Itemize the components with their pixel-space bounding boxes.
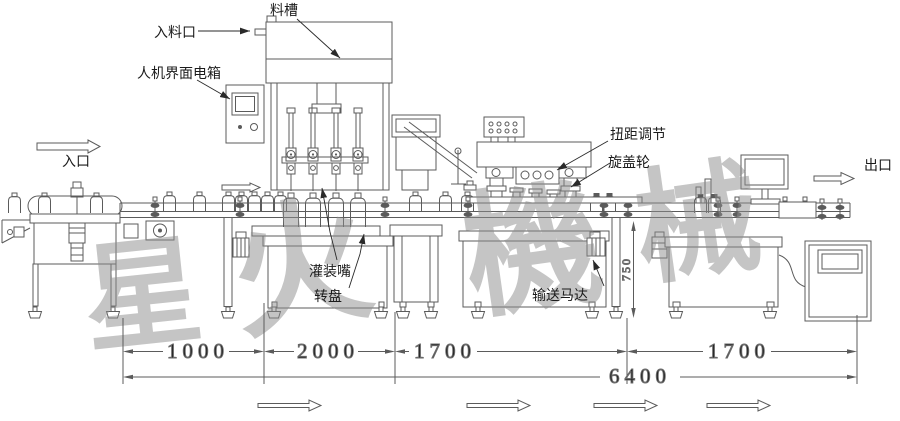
leader-lines — [197, 19, 610, 288]
drive-flange — [124, 224, 138, 238]
cap-chute — [404, 127, 472, 178]
label-outlet: 出口 — [864, 158, 892, 174]
label-inlet: 入口 — [62, 155, 90, 170]
dim-seg2: 2000 — [297, 339, 359, 363]
capper-base-plate — [470, 197, 642, 203]
label-hmi-box: 人机界面电箱 — [137, 66, 221, 82]
label-filling-nozzle: 灌装嘴 — [309, 264, 351, 280]
label-capping-wheel: 旋盖轮 — [608, 155, 650, 171]
flow-arrow — [222, 183, 260, 192]
conveyor-motor-unit — [587, 232, 605, 256]
monitor — [741, 155, 788, 189]
electrical-cabinet — [805, 241, 871, 321]
feed-inlet-stub — [255, 29, 266, 35]
watermark-char: 機 — [455, 169, 611, 336]
labeler-table — [669, 247, 778, 307]
flow-arrow — [707, 400, 770, 411]
watermark-char: 械 — [626, 148, 768, 301]
capper-table — [463, 241, 606, 307]
cap-elevator — [390, 115, 477, 319]
labeler-head-block — [779, 202, 816, 218]
capping-machine — [459, 117, 642, 319]
outlet-flow-arrow — [814, 173, 854, 185]
label-hopper: 料槽 — [270, 3, 298, 19]
hmi-button — [238, 125, 242, 129]
dim-seg4: 1700 — [708, 339, 770, 363]
filler-table — [268, 246, 387, 308]
flow-arrow — [467, 400, 530, 411]
capper-control-box — [484, 117, 524, 137]
hmi-screen — [232, 93, 258, 115]
watermark: 星 火 機 械 — [77, 148, 768, 368]
filler-frame — [271, 83, 389, 190]
text-labels: 入料口 料槽 人机界面电箱 入口 出口 扭距调节 旋盖轮 灌装嘴 转盘 输送马达 — [62, 3, 892, 305]
label-turntable: 转盘 — [314, 288, 342, 305]
turntable-motor — [71, 243, 83, 261]
dim-seg3: 1700 — [414, 339, 476, 363]
turntable-deck — [30, 214, 120, 223]
dimension-lines: 1000 2000 1700 1700 6400 750 — [123, 221, 857, 389]
watermark-char: 星 — [77, 225, 208, 368]
power-cable — [779, 255, 806, 287]
dim-height: 750 — [619, 257, 633, 281]
hmi-electrical-box — [226, 85, 264, 143]
flow-arrow — [594, 400, 657, 411]
watermark-char: 火 — [218, 181, 383, 358]
bottom-flow-arrows — [258, 400, 770, 411]
flow-arrow — [258, 400, 321, 411]
dim-seg1: 1000 — [167, 339, 229, 363]
nozzle-manifold — [282, 157, 368, 163]
filling-machine — [226, 16, 393, 319]
conveyor — [120, 183, 850, 319]
monitor-stand — [741, 155, 788, 204]
labeling-station — [652, 155, 871, 321]
label-torque-adjust: 扭距调节 — [610, 127, 666, 143]
capper-body — [477, 142, 591, 167]
inlet-flow-arrow — [37, 140, 100, 153]
hmi-button — [251, 124, 258, 131]
dim-total: 6400 — [609, 364, 671, 388]
turntable-ring — [28, 196, 122, 216]
unscrambler-turntable — [2, 182, 122, 319]
label-conveyor-motor: 输送马达 — [532, 288, 588, 304]
hopper-tank — [266, 22, 392, 83]
elevator-column — [394, 236, 438, 302]
cabinet-screen — [818, 250, 862, 273]
label-feed-inlet: 入料口 — [154, 25, 196, 41]
